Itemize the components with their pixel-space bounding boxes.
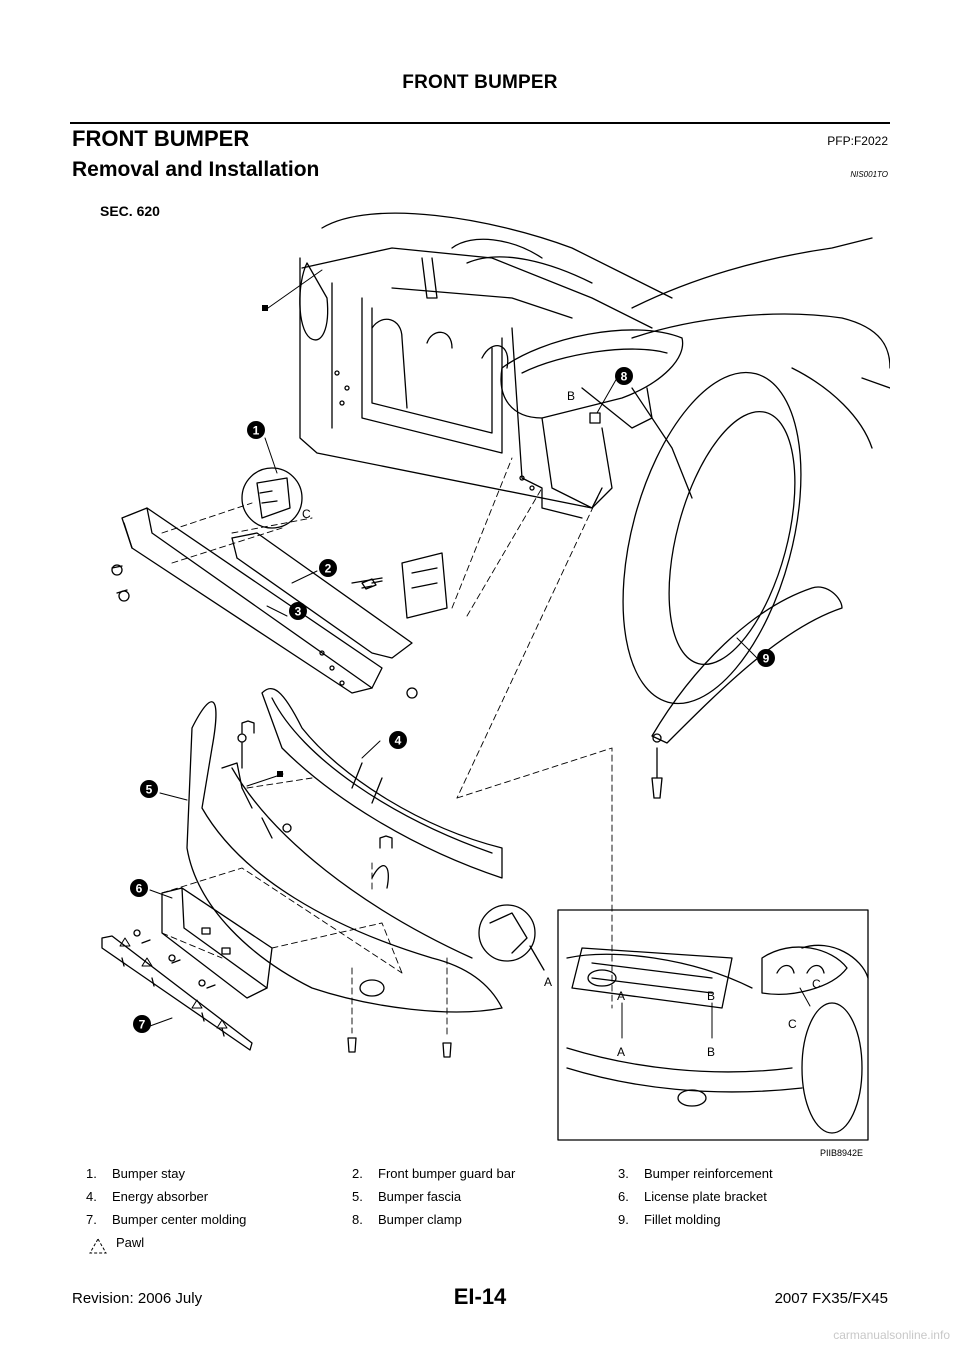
watermark: carmanualsonline.info [833,1328,950,1342]
callout-8: 8 [615,367,633,385]
legend-item: 9.Fillet molding [618,1212,721,1227]
legend-row: 1.Bumper stay 2.Front bumper guard bar 3… [72,1166,890,1189]
parts-legend: 1.Bumper stay 2.Front bumper guard bar 3… [72,1166,890,1259]
pawl-icon [89,1237,107,1254]
header-rule [70,122,890,124]
sec-label: SEC. 620 [100,203,160,219]
callout-4: 4 [389,731,407,749]
legend-pawl-row: Pawl [72,1235,890,1259]
svg-text:5: 5 [146,783,153,797]
svg-text:B: B [707,1045,715,1059]
license-plate-bracket [161,887,273,999]
svg-text:3: 3 [295,605,302,619]
legend-item: 5.Bumper fascia [352,1189,462,1204]
svg-text:7: 7 [139,1018,146,1032]
legend-item: 7.Bumper center molding [86,1212,247,1227]
legend-row: 7.Bumper center molding 8.Bumper clamp 9… [72,1212,890,1235]
legend-item: 8.Bumper clamp [352,1212,462,1227]
detail-circle-a: A [478,904,552,989]
callout-leaders [149,377,758,1027]
bumper-fascia [186,701,503,1013]
legend-item: 4.Energy absorber [86,1189,209,1204]
svg-text:B: B [707,989,715,1003]
inset-detail-view: A A B B C C [557,909,869,1141]
front-bumper-exploded-diagram: SEC. 620 [100,203,890,1158]
svg-text:1: 1 [253,424,260,438]
pawl-label: Pawl [116,1235,145,1250]
footer-model: 2007 FX35/FX45 [774,1290,888,1307]
callout-6: 6 [130,879,148,897]
guard-bar-and-reinforcement [111,507,448,699]
legend-item: 1.Bumper stay [86,1166,185,1181]
callout-1: 1 [247,421,265,439]
svg-text:A: A [544,975,552,989]
svg-text:9: 9 [763,652,770,666]
svg-text:B: B [567,389,575,403]
svg-text:A: A [617,1045,625,1059]
callout-3: 3 [289,602,307,620]
legend-item: 6.License plate bracket [618,1189,767,1204]
headlamp-bumper-clamp [500,329,684,509]
svg-text:C: C [788,1017,797,1031]
footer-revision: Revision: 2006 July [72,1290,203,1307]
bolts-and-clips [133,578,452,1058]
fillet-molding [651,586,843,799]
svg-text:6: 6 [136,882,143,896]
legend-item: 2.Front bumper guard bar [352,1166,516,1181]
callout-5: 5 [140,780,158,798]
fender-and-wheel [622,237,890,705]
svg-text:4: 4 [395,734,402,748]
energy-absorber [261,688,503,879]
pawl-markers [119,937,228,1029]
bumper-center-molding [101,935,253,1051]
radiator-core-support [299,212,673,519]
section-code: PFP:F2022 [827,134,888,148]
callout-2: 2 [319,559,337,577]
svg-text:C: C [302,507,311,521]
dashed-guides [161,457,613,1039]
svg-text:C: C [812,977,821,991]
footer-page-number: EI-14 [453,1284,507,1309]
legend-item: 3.Bumper reinforcement [618,1166,773,1181]
callout-7: 7 [133,1015,151,1033]
bumper-stay: C [241,467,311,529]
svg-text:8: 8 [621,370,628,384]
svg-text:A: A [617,989,625,1003]
subsection-title: Removal and Installation [72,158,320,181]
callout-9: 9 [757,649,775,667]
legend-row: 4.Energy absorber 5.Bumper fascia 6.Lice… [72,1189,890,1212]
figure-id: PIIB8942E [820,1148,863,1158]
svg-text:2: 2 [325,562,332,576]
section-title: FRONT BUMPER [72,126,250,151]
subsection-code: NIS001TO [850,170,888,179]
page-header-title: FRONT BUMPER [402,72,558,93]
